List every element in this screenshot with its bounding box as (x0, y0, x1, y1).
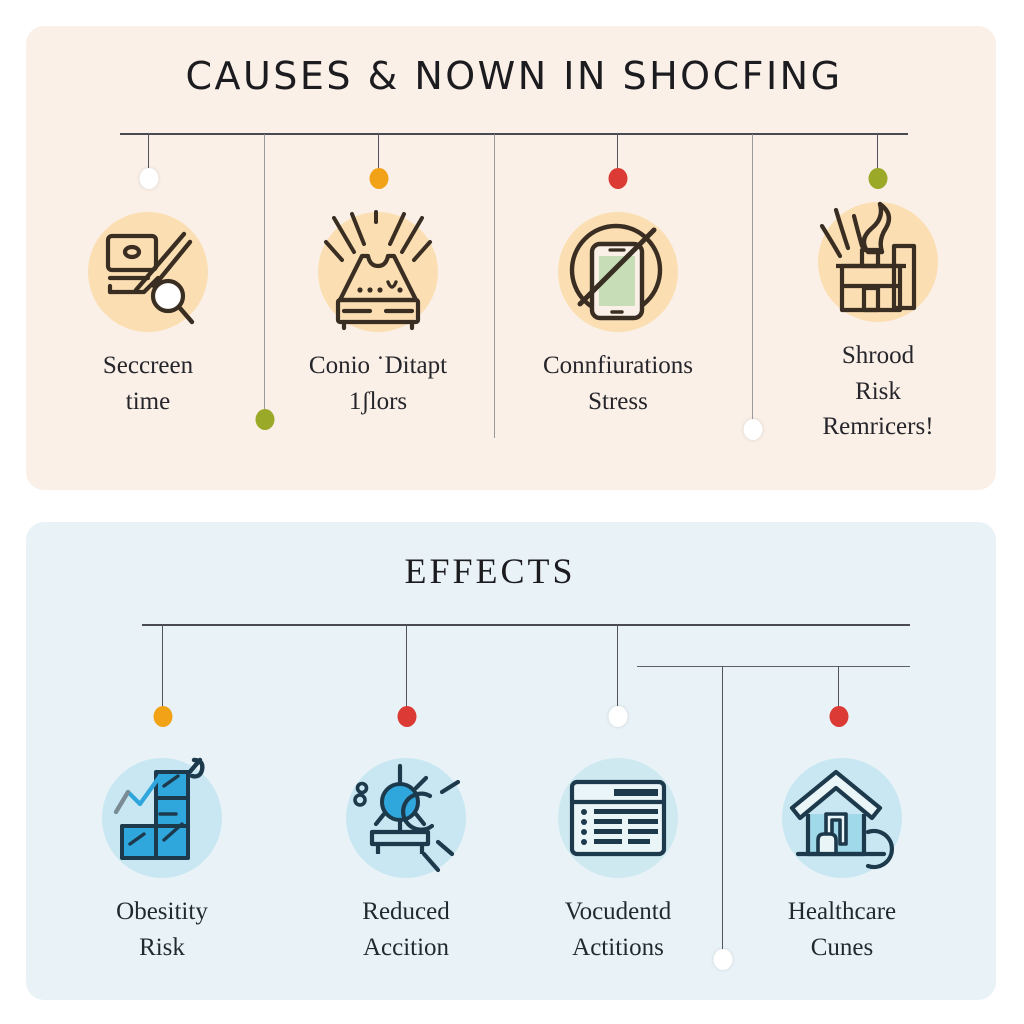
effects-loose-dot-white (713, 949, 732, 970)
document-list-icon (558, 758, 678, 878)
effects-section-title: EFFECTS (404, 551, 576, 591)
phone-prohibited-icon (558, 212, 678, 332)
factory-smoke-icon (818, 201, 938, 322)
effects-dot-3 (608, 706, 627, 727)
effects-stem-1 (162, 624, 163, 708)
causes-dot-1 (139, 168, 158, 189)
cause-item-3-label: Connfiurations Stress (543, 352, 693, 415)
rising-bar-chart-icon (102, 757, 222, 878)
effects-timeline-rail (142, 624, 910, 626)
cause-item-1-label: Seccreen time (102, 352, 194, 415)
causes-dot-2 (369, 168, 388, 189)
cause-item-4-label: Shrood Risk Remricers! (822, 342, 934, 440)
effects-dot-4 (829, 706, 848, 727)
cause-item-2-label: Conio ˙Ditapt 1ʃlors (308, 352, 448, 415)
effects-stem-5 (722, 666, 723, 952)
cause-item-1[interactable]: Seccreen time (38, 212, 258, 419)
monitor-no-screen-icon (88, 212, 208, 332)
effect-item-4[interactable]: Healthcare Cunes (732, 758, 952, 965)
causes-stem-3 (617, 133, 618, 171)
effect-item-3-label: Vocudentd Actitions (564, 898, 672, 961)
effects-secondary-rail (637, 666, 910, 667)
effects-dot-2 (397, 706, 416, 727)
cause-item-2[interactable]: Conio ˙Ditapt 1ʃlors (268, 210, 488, 419)
effect-item-1[interactable]: Obesitity Risk (52, 757, 272, 965)
cause-item-4[interactable]: Shrood Risk Remricers! (768, 201, 988, 445)
causes-divider-2 (494, 134, 495, 438)
bed-sleep-disruption-icon (318, 210, 438, 332)
effect-item-4-label: Healthcare Cunes (787, 898, 897, 961)
effect-item-3[interactable]: Vocudentd Actitions (508, 758, 728, 965)
causes-timeline-rail (120, 133, 908, 135)
effect-item-2-label: Reduced Accition (362, 898, 450, 961)
causes-dot-3 (608, 168, 627, 189)
causes-dot-4 (868, 168, 887, 189)
causes-divider-3 (752, 134, 753, 426)
causes-divider-1 (264, 134, 265, 424)
effect-item-1-label: Obesitity Risk (116, 898, 208, 961)
effect-item-2[interactable]: Reduced Accition (296, 758, 516, 965)
causes-stem-1 (148, 133, 149, 171)
causes-stem-4 (877, 133, 878, 171)
lamp-light-rays-icon (346, 758, 466, 878)
effects-stem-2 (406, 624, 407, 708)
causes-section-title: CAUSES & NOWN IN SHOCFING (185, 54, 843, 98)
causes-loose-dot-white (743, 419, 762, 440)
effects-stem-3 (617, 624, 618, 708)
house-clinic-icon (782, 758, 902, 878)
causes-stem-2 (378, 133, 379, 171)
causes-loose-dot-olive (255, 409, 274, 430)
effects-stem-4 (838, 666, 839, 708)
cause-item-3[interactable]: Connfiurations Stress (508, 212, 728, 419)
effects-dot-1 (153, 706, 172, 727)
